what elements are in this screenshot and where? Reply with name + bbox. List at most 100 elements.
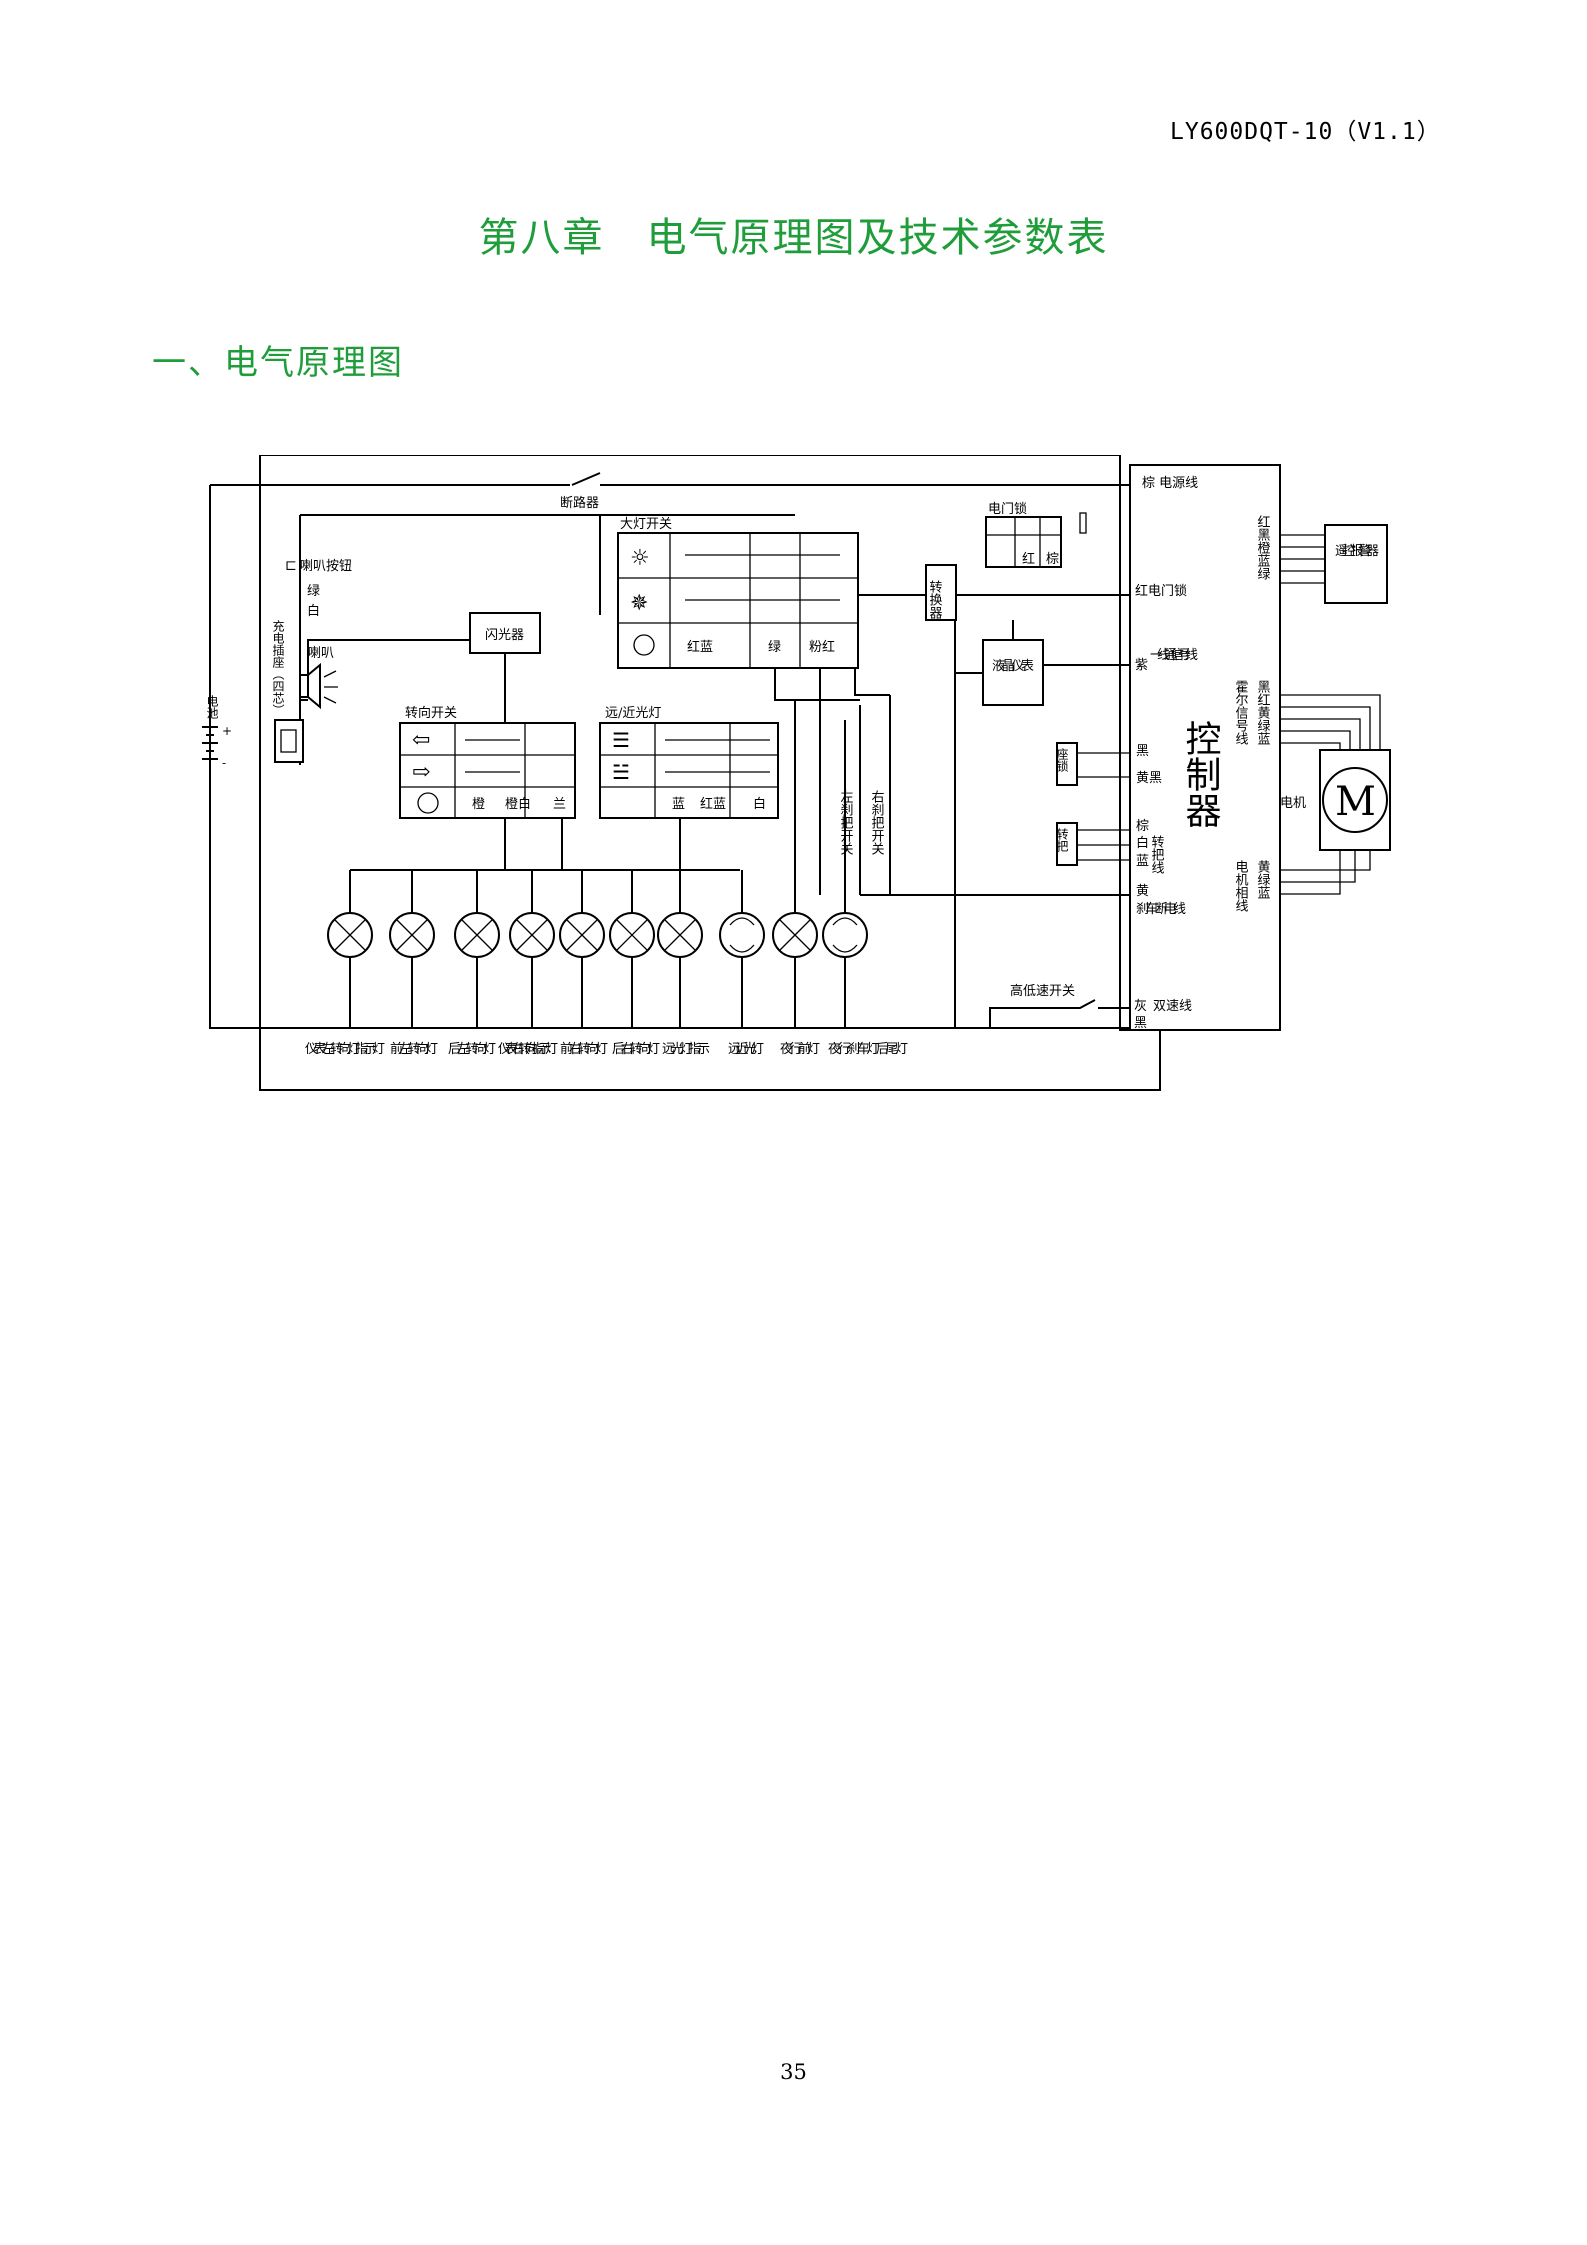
battery-symbol: + - bbox=[202, 724, 232, 770]
ctrl-signal-line: 一线通信号线 bbox=[1150, 648, 1198, 663]
ctrl-throttle-line: 转把线 bbox=[1149, 835, 1165, 874]
lamp-high-beam-indicator bbox=[657, 912, 703, 958]
turn-switch-label: 转向开关 bbox=[405, 705, 457, 721]
turn-wire-2: 兰 bbox=[553, 797, 566, 812]
breaker-label: 断路器 bbox=[560, 495, 599, 511]
lamp-label-3: 仪表右转向指示灯 bbox=[498, 1041, 558, 1057]
lamp-label-7: 远近光灯 bbox=[728, 1042, 764, 1057]
ignition-lock-label: 电门锁 bbox=[988, 501, 1027, 517]
off-icon bbox=[633, 634, 655, 656]
hall-wires-label: 黑红黄绿蓝 bbox=[1255, 680, 1271, 745]
lock-wire-1: 棕 bbox=[1046, 552, 1059, 567]
seat-lock bbox=[1056, 742, 1078, 786]
lamp-label-4: 前右转向灯 bbox=[560, 1041, 608, 1057]
page-number: 35 bbox=[780, 2060, 807, 2084]
section-title: 一、电气原理图 bbox=[152, 343, 404, 383]
beam-wire-1: 红蓝 bbox=[700, 796, 726, 812]
ctrl-yellow: 黄 bbox=[1136, 884, 1149, 899]
horn-button-label: 喇叭按钮 bbox=[300, 559, 352, 574]
svg-text:-: - bbox=[222, 756, 226, 770]
lamp-tail-brake bbox=[822, 912, 868, 958]
ctrl-signal-purple: 紫 bbox=[1135, 658, 1148, 673]
hall-signal-label: 霍尔信号线 bbox=[1233, 680, 1249, 745]
converter-label: 转换器 bbox=[927, 580, 943, 620]
ctrl-power-line: 棕 电源线 bbox=[1142, 476, 1198, 491]
ctrl-brown: 棕 bbox=[1136, 819, 1149, 834]
lamp-rear-left bbox=[454, 912, 500, 958]
turn-wire-1: 橙白 bbox=[505, 796, 531, 812]
right-arrow-icon: ⇨ bbox=[412, 760, 430, 785]
lamp-label-8: 夜行前灯 bbox=[780, 1041, 820, 1057]
alarm-box bbox=[1324, 524, 1388, 604]
lamp-right-indicator bbox=[509, 912, 555, 958]
phase-wires-label: 黄绿蓝 bbox=[1255, 860, 1271, 899]
motor-label: 电机 bbox=[1280, 796, 1306, 811]
turn-off-icon bbox=[417, 792, 439, 814]
parking-light-icon: ✵ bbox=[630, 591, 648, 616]
lamp-rear-right bbox=[609, 912, 655, 958]
motor-symbol: M bbox=[1335, 779, 1376, 825]
right-brake-switch-label: 右刹把开关 bbox=[869, 790, 885, 855]
beam-switch-label: 远/近光灯 bbox=[605, 706, 661, 721]
document-code: LY600DQT-10（V1.1） bbox=[1170, 119, 1441, 145]
turn-wire-0: 橙 bbox=[472, 797, 485, 812]
ctrl-black: 黑 bbox=[1136, 744, 1149, 759]
ctrl-white: 白 bbox=[1136, 835, 1149, 851]
alarm-wires-label: 红黑橙蓝绿 bbox=[1255, 514, 1271, 580]
wire-white-label: 白 bbox=[307, 603, 320, 619]
lamps bbox=[327, 912, 868, 958]
lock-wire-0: 红 bbox=[1022, 551, 1035, 567]
throttle-label: 转把 bbox=[1055, 827, 1069, 853]
lamp-labels: 仪表左转向灯指示灯 前左转向灯 后左转向灯 仪表右转向指示灯 前右转向灯 后右转… bbox=[305, 1041, 908, 1057]
lamp-label-9: 夜行刹车灯后尾灯 bbox=[828, 1041, 908, 1057]
ctrl-yellow-black: 黄黑 bbox=[1136, 771, 1162, 786]
lcd-meter-label: 液晶仪表 bbox=[992, 659, 1034, 674]
lcd-meter bbox=[982, 639, 1044, 706]
beam-wire-0: 蓝 bbox=[672, 797, 685, 812]
alarm-label: 遥控报警器 bbox=[1335, 543, 1379, 559]
left-arrow-icon: ⇦ bbox=[412, 728, 430, 753]
ctrl-lock-line: 红电门锁 bbox=[1135, 583, 1187, 599]
horn-button-icon: ⊏ bbox=[285, 558, 297, 574]
lamp-front-left bbox=[389, 912, 435, 958]
hl-wire-2: 粉红 bbox=[809, 639, 835, 655]
converter bbox=[925, 564, 957, 621]
ignition-lock bbox=[985, 516, 1062, 568]
throttle bbox=[1056, 822, 1078, 866]
chapter-title: 第八章 电气原理图及技术参数表 bbox=[478, 215, 1109, 261]
lamp-headlight bbox=[719, 912, 765, 958]
motor-phase-label: 电机相线 bbox=[1233, 860, 1249, 912]
low-beam-icon: ☱ bbox=[612, 760, 630, 784]
horn-label: 喇叭 bbox=[308, 646, 334, 661]
lamp-label-6: 远光灯指示 bbox=[662, 1042, 710, 1057]
hi-lo-switch-label: 高低速开关 bbox=[1010, 983, 1075, 999]
lamp-label-0: 仪表左转向灯指示灯 bbox=[305, 1041, 385, 1057]
lamp-left-indicator bbox=[327, 912, 373, 958]
headlight-switch-label: 大灯开关 bbox=[620, 517, 672, 532]
svg-text:+: + bbox=[222, 724, 232, 738]
controller-label: 控制器 bbox=[1180, 720, 1221, 828]
ctrl-blue: 蓝 bbox=[1136, 854, 1149, 869]
hl-wire-1: 绿 bbox=[768, 640, 781, 655]
charging-port bbox=[274, 719, 304, 763]
hl-wire-0: 红蓝 bbox=[687, 639, 713, 655]
lamp-label-2: 后左转向灯 bbox=[448, 1041, 496, 1057]
turn-switch bbox=[399, 722, 576, 819]
battery-label: 电池 bbox=[205, 695, 219, 719]
lamp-label-5: 后右转向灯 bbox=[612, 1041, 660, 1057]
controller bbox=[1129, 464, 1281, 1031]
motor: M bbox=[1319, 749, 1391, 851]
wire-green-label: 绿 bbox=[307, 584, 320, 599]
charging-port-label: 充电插座（四芯） bbox=[271, 619, 285, 716]
high-beam-icon: ☰ bbox=[612, 728, 630, 752]
seat-lock-label: 座锁 bbox=[1055, 747, 1069, 772]
ctrl-black-2: 黑 bbox=[1134, 1016, 1147, 1031]
lamp-night-front bbox=[772, 912, 818, 958]
fuse bbox=[1079, 512, 1087, 534]
ctrl-gray: 灰 bbox=[1134, 999, 1147, 1014]
lamp-label-1: 前左转向灯 bbox=[390, 1041, 438, 1057]
lamp-front-right bbox=[559, 912, 605, 958]
ctrl-dual-speed: 双速线 bbox=[1153, 999, 1192, 1014]
beam-wire-2: 白 bbox=[753, 796, 766, 812]
ctrl-brake-cut: 刹车断电线 bbox=[1136, 901, 1186, 917]
